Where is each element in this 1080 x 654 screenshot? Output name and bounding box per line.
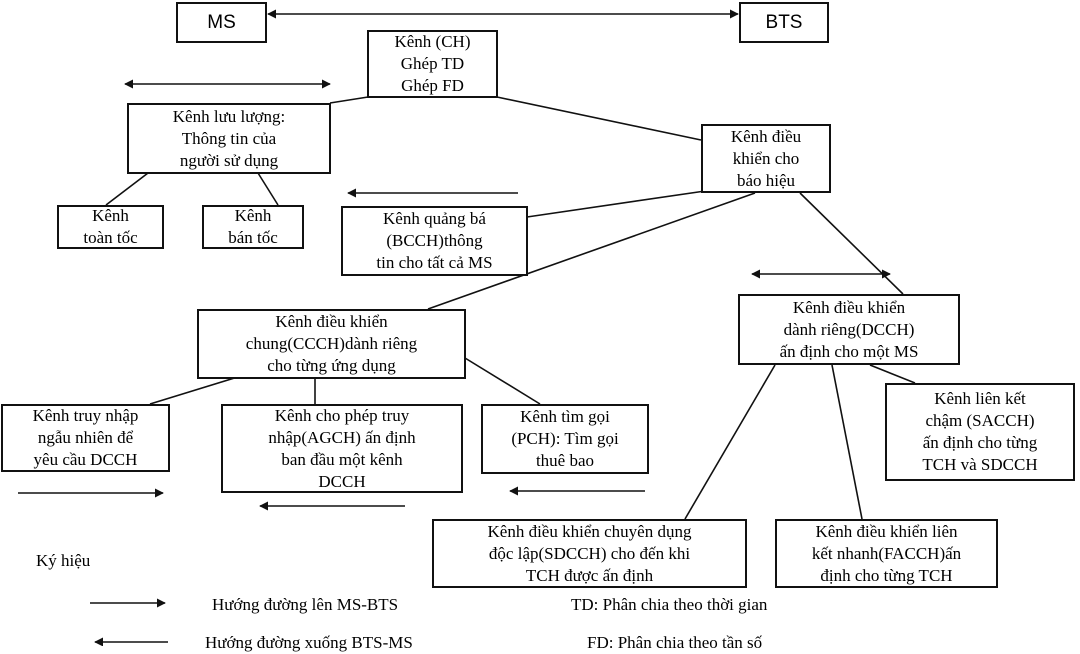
facch-box: Kênh điều khiển liên kết nhanh(FACCH)ấn … xyxy=(775,519,998,588)
channel-ch-box: Kênh (CH) Ghép TD Ghép FD xyxy=(367,30,498,98)
connector-ccch-rach xyxy=(149,375,242,405)
connector-ch-traffic xyxy=(329,96,369,104)
legend-uplink-label: Hướng đường lên MS-BTS xyxy=(212,595,399,614)
rach-box: Kênh truy nhập ngẫu nhiên để yêu cầu DCC… xyxy=(1,404,170,472)
agch-box: Kênh cho phép truy nhập(AGCH) ấn định ba… xyxy=(221,404,463,493)
ms-box: MS xyxy=(176,2,267,43)
dcch-box: Kênh điều khiển dành riêng(DCCH) ấn định… xyxy=(738,294,960,365)
connector-ccch-pch xyxy=(464,357,541,405)
connector-traffic-halfrate xyxy=(257,172,279,206)
connector-dcch-facch xyxy=(831,364,863,520)
control-signal-channel-box: Kênh điều khiển cho báo hiệu xyxy=(701,124,831,193)
sacch-box: Kênh liên kết chậm (SACCH) ấn định cho t… xyxy=(885,383,1075,481)
connector-control-bcch xyxy=(526,189,713,218)
connector-dcch-sdcch xyxy=(684,364,776,520)
bcch-box: Kênh quảng bá (BCCH)thông tin cho tất cả… xyxy=(341,206,528,276)
legend-title: Ký hiệu xyxy=(36,551,91,570)
connector-traffic-fullrate xyxy=(105,172,149,206)
connector-control-ccch xyxy=(427,192,756,310)
legend-downlink-label: Hướng đường xuống BTS-MS xyxy=(205,633,413,652)
traffic-channel-box: Kênh lưu lượng: Thông tin của người sử d… xyxy=(127,103,331,174)
bts-box: BTS xyxy=(739,2,829,43)
sdcch-box: Kênh điều khiển chuyên dụng độc lập(SDCC… xyxy=(432,519,747,588)
half-rate-channel-box: Kênh bán tốc xyxy=(202,205,304,249)
connector-dcch-sacch xyxy=(869,364,916,384)
full-rate-channel-box: Kênh toàn tốc xyxy=(57,205,164,249)
connector-ch-control xyxy=(496,96,702,141)
pch-box: Kênh tìm gọi (PCH): Tìm gọi thuê bao xyxy=(481,404,649,474)
legend-fd-label: FD: Phân chia theo tần số xyxy=(587,633,763,652)
ccch-box: Kênh điều khiển chung(CCCH)dành riêng ch… xyxy=(197,309,466,379)
legend-td-label: TD: Phân chia theo thời gian xyxy=(571,595,768,614)
connector-control-dcch xyxy=(799,192,904,295)
